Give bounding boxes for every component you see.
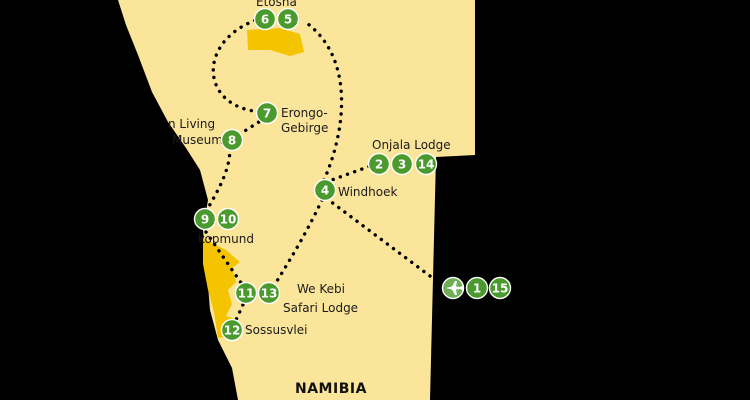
svg-text:1: 1 — [473, 282, 481, 296]
living-museum-label-line2: Museum — [172, 133, 223, 147]
stop-badge-2[interactable]: 2 — [367, 152, 391, 176]
route-etosha-erongo — [211, 16, 264, 114]
svg-text:3: 3 — [398, 158, 406, 172]
stop-badge-1[interactable]: 1 — [465, 276, 489, 300]
svg-text:9: 9 — [201, 213, 209, 227]
route-museum-swakopmund — [204, 146, 232, 214]
windhoek-label: Windhoek — [338, 185, 397, 199]
swakopmund-label: kopmund — [198, 232, 254, 246]
country-label: NAMIBIA — [295, 381, 367, 397]
stop-badge-11[interactable]: 11 — [234, 281, 258, 305]
stop-badge-4[interactable]: 4 — [313, 178, 337, 202]
etosha-label: Etosha — [256, 0, 297, 9]
wekebi-label-line1: We Kebi — [297, 282, 345, 296]
svg-text:11: 11 — [238, 287, 255, 301]
svg-text:10: 10 — [220, 213, 237, 227]
onjala-label: Onjala Lodge — [372, 138, 451, 152]
airplane-icon — [446, 281, 464, 295]
stop-badge-6[interactable]: 6 — [253, 7, 277, 31]
svg-text:8: 8 — [228, 134, 236, 148]
svg-text:5: 5 — [284, 13, 292, 27]
living-museum-label-line1: n Living — [168, 117, 215, 131]
route-lines — [204, 16, 432, 322]
route-erongo-museum — [238, 116, 267, 136]
svg-text:13: 13 — [261, 287, 278, 301]
stop-badge-5[interactable]: 5 — [276, 7, 300, 31]
airport-badge[interactable] — [441, 276, 465, 300]
sossusvlei-label: Sossusvlei — [245, 323, 307, 337]
svg-text:6: 6 — [261, 13, 269, 27]
stop-badge-9[interactable]: 9 — [193, 207, 217, 231]
namibia-land — [118, 0, 475, 400]
erongo-label-line2: Gebirge — [281, 121, 328, 135]
route-windhoek-wekebi — [272, 198, 324, 288]
stop-badge-12[interactable]: 12 — [220, 318, 244, 342]
stop-badge-8[interactable]: 8 — [220, 128, 244, 152]
svg-text:12: 12 — [224, 324, 241, 338]
svg-text:2: 2 — [375, 158, 383, 172]
stop-badge-13[interactable]: 13 — [257, 281, 281, 305]
stop-badge-15[interactable]: 15 — [488, 276, 512, 300]
stop-badge-3[interactable]: 3 — [390, 152, 414, 176]
route-windhoek-onjala — [324, 162, 378, 184]
svg-text:14: 14 — [418, 158, 435, 172]
svg-text:15: 15 — [492, 282, 509, 296]
etosha-park-area — [247, 28, 304, 56]
stop-badge-7[interactable]: 7 — [255, 101, 279, 125]
svg-text:4: 4 — [321, 184, 329, 198]
stop-badges: 6 5 7 8 2 3 14 4 9 10 11 13 12 1 15 — [193, 7, 512, 342]
svg-text:7: 7 — [263, 107, 271, 121]
stop-badge-10[interactable]: 10 — [216, 207, 240, 231]
route-airport-windhoek — [324, 196, 432, 278]
erongo-label-line1: Erongo- — [281, 106, 328, 120]
wekebi-label-line2: Safari Lodge — [283, 301, 358, 315]
namib-naukluft-park-area — [203, 238, 240, 338]
stop-badge-14[interactable]: 14 — [414, 152, 438, 176]
